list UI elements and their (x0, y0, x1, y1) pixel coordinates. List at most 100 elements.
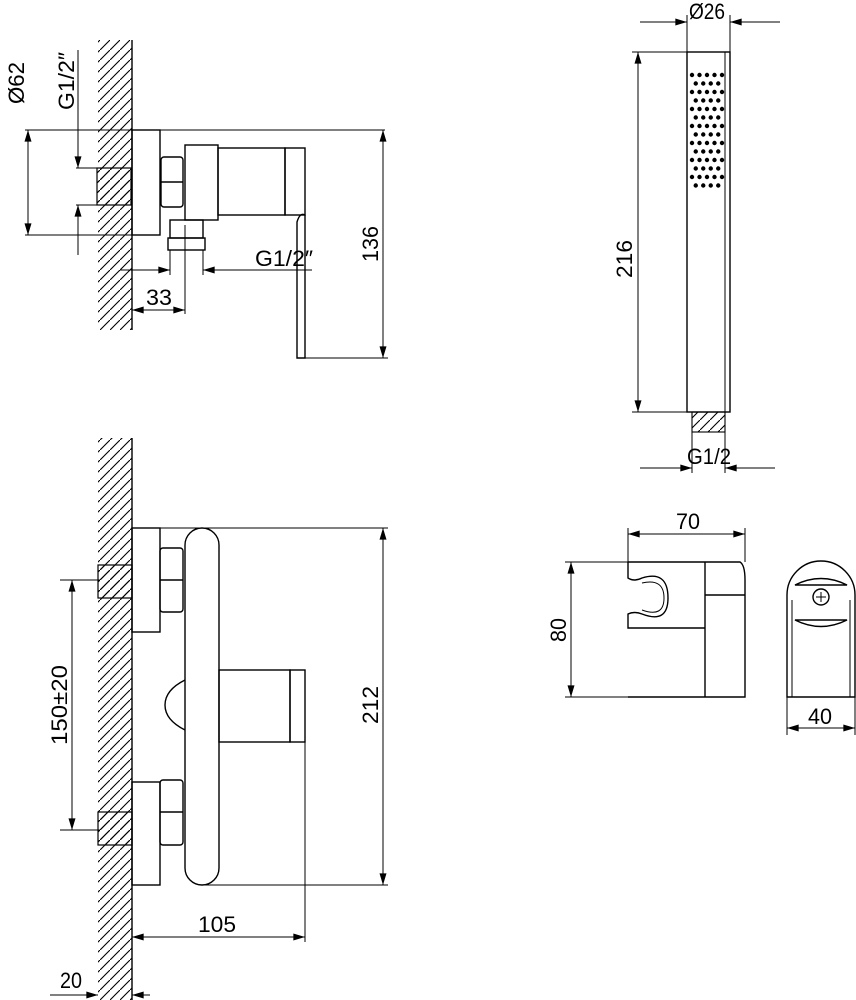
screw-icon (812, 588, 830, 606)
nozzle-dot (689, 140, 695, 146)
nozzle-dot (697, 140, 702, 146)
wall-flange (131, 129, 161, 236)
nozzle-dot (693, 183, 698, 188)
dimension-height-212: 212 (135, 527, 388, 886)
dimension-holder-depth: 40 (786, 697, 856, 735)
nozzle-dot (708, 115, 713, 120)
hand-shower-body (686, 51, 731, 413)
label-wall-diameter: Ø62 (4, 62, 29, 104)
nozzle-dot (701, 81, 706, 86)
label-projection: 105 (198, 912, 236, 937)
dimension-hand-shower-length: 216 (612, 51, 690, 413)
label-hand-shower-diameter: Ø26 (689, 0, 725, 24)
front-cartridge (218, 669, 291, 743)
handle-cap (284, 147, 306, 216)
nozzle-dot (712, 106, 717, 112)
hand-shower-thread (691, 411, 726, 433)
label-height-212: 212 (358, 686, 383, 724)
nozzle-dot (693, 149, 698, 154)
nozzle-dot (701, 183, 706, 188)
nozzle-dot (693, 98, 698, 103)
nozzle-dot (697, 72, 702, 78)
nozzle-dot (697, 106, 702, 112)
label-inlet-spacing: 150±20 (47, 665, 72, 745)
front-view: 150±20 212 105 20 (47, 438, 388, 1000)
nozzle-dot (701, 115, 706, 120)
nozzle-dot (704, 89, 710, 95)
nozzle-dot (689, 174, 695, 180)
spray-nozzles (689, 72, 725, 188)
nozzle-dot (716, 183, 721, 188)
nozzle-dot (693, 166, 698, 171)
holder-body (628, 561, 746, 698)
dimension-wall-diameter: Ø62 (4, 62, 385, 236)
nozzle-dot (716, 98, 721, 103)
nozzle-dot (712, 123, 717, 129)
dimension-hand-shower-diameter: Ø26 (640, 0, 780, 52)
nozzle-dot (708, 132, 713, 137)
label-height-136: 136 (358, 226, 383, 262)
label-wall-gap: 20 (60, 968, 82, 993)
outlet-connector (169, 219, 204, 239)
nozzle-dot (704, 106, 710, 112)
nozzle-dot (701, 132, 706, 137)
cartridge-cylinder (217, 147, 286, 216)
nozzle-dot (712, 89, 717, 95)
nozzle-dot (719, 174, 725, 180)
upper-inlet-thread (97, 564, 133, 599)
nozzle-dot (719, 106, 725, 112)
nozzle-dot (719, 123, 725, 129)
nozzle-dot (716, 115, 721, 120)
nozzle-dot (697, 174, 702, 180)
nozzle-dot (697, 89, 702, 95)
nozzle-dot (716, 149, 721, 154)
lever (296, 213, 306, 359)
label-hand-shower-thread: G1/2 (687, 444, 731, 469)
nozzle-dot (689, 123, 695, 129)
hand-shower-view: Ø26 216 G1/2 (612, 0, 780, 473)
nozzle-dot (689, 157, 695, 163)
dimension-projection: 105 (132, 742, 306, 942)
dome (164, 679, 186, 731)
holder-hook (627, 562, 705, 629)
mixer-body (184, 527, 220, 886)
nozzle-dot (716, 132, 721, 137)
label-outlet-thread: G1/2″ (255, 246, 313, 271)
nozzle-dot (719, 157, 725, 163)
valve-body (184, 144, 219, 221)
nozzle-dot (704, 174, 710, 180)
label-holder-depth: 40 (808, 704, 832, 729)
dimension-height-136: 136 (305, 130, 388, 359)
nozzle-dot (689, 106, 695, 112)
dimension-outlet-offset: 33 (132, 225, 186, 314)
dimension-hand-shower-thread: G1/2 (640, 432, 775, 473)
holder-side (786, 560, 856, 698)
dimension-inlet-spacing: 150±20 (47, 579, 100, 831)
label-holder-width: 70 (676, 509, 700, 534)
nozzle-dot (697, 157, 702, 163)
nozzle-dot (708, 81, 713, 86)
wall-hatch-front (98, 438, 132, 1000)
nozzle-dot (708, 149, 713, 154)
nozzle-dot (693, 81, 698, 86)
nozzle-dot (704, 123, 710, 129)
dimension-outlet-thread: G1/2″ (120, 246, 313, 274)
nozzle-dot (712, 140, 717, 146)
nozzle-dot (704, 72, 710, 78)
nozzle-dot (701, 166, 706, 171)
dimension-wall-gap: 20 (50, 968, 150, 999)
nozzle-dot (689, 89, 695, 95)
nozzle-dot (701, 149, 706, 154)
nozzle-dot (708, 183, 713, 188)
nozzle-dot (708, 166, 713, 171)
inlet-thread (96, 167, 132, 206)
nozzle-dot (689, 72, 695, 78)
lower-inlet-thread (97, 811, 133, 846)
dimension-holder-width: 70 (627, 509, 746, 562)
label-inlet-thread: G1/2″ (54, 52, 79, 110)
nozzle-dot (712, 174, 717, 180)
nozzle-dot (712, 72, 717, 78)
nozzle-dot (719, 140, 725, 146)
nozzle-dot (719, 72, 725, 78)
